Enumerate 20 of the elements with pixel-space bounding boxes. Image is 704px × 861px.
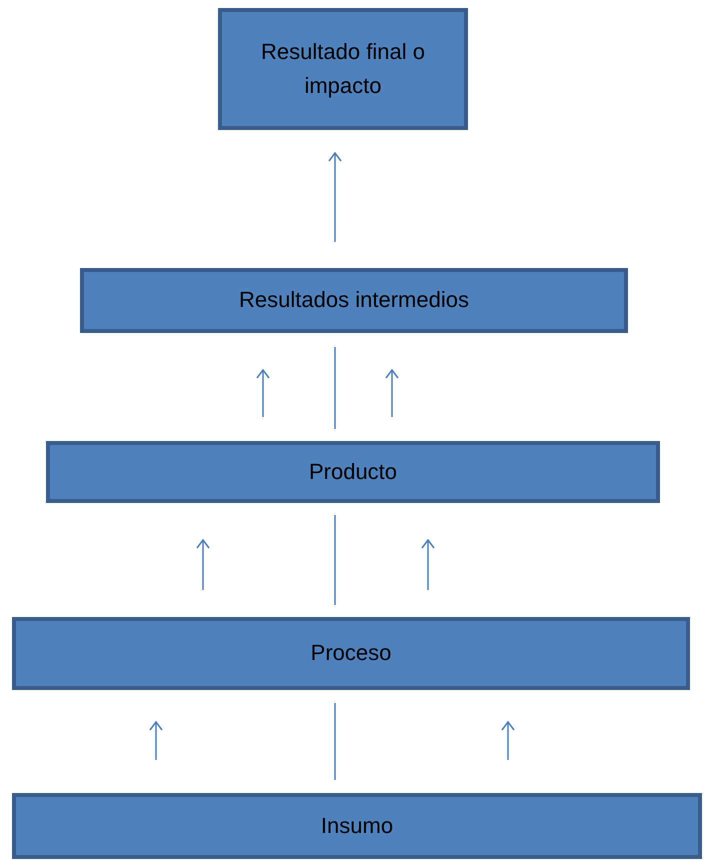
process-box: [12, 617, 690, 690]
process-box: [80, 268, 628, 333]
box-label: Proceso: [310, 639, 392, 668]
arrow: [328, 152, 342, 242]
box-label: Resultado final o impacto: [260, 38, 426, 100]
arrow: [196, 539, 210, 590]
process-box: [218, 8, 468, 130]
arrow: [421, 539, 435, 590]
process-box: [46, 441, 660, 503]
connector-line: [334, 515, 336, 605]
arrow: [501, 721, 515, 760]
box-label: Insumo: [320, 812, 394, 840]
box-label: Resultados intermedios: [239, 286, 469, 314]
process-box: [12, 793, 702, 859]
arrow: [385, 369, 399, 417]
connector-line: [334, 703, 336, 780]
arrow: [149, 721, 163, 760]
connector-line: [334, 347, 336, 429]
box-label: Producto: [308, 458, 398, 486]
arrow: [256, 369, 270, 417]
